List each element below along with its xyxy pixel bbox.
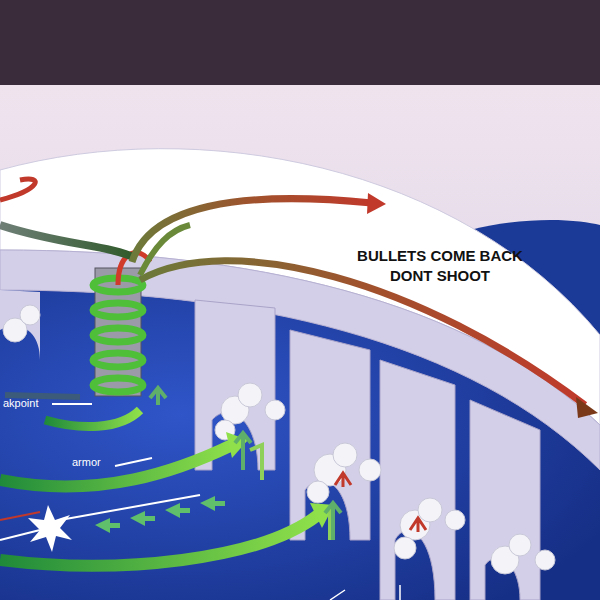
sky [0,85,600,600]
leader-line [330,585,400,600]
top-band [0,0,600,85]
inflow-arrows [0,388,341,566]
outflow-arrows [0,179,598,418]
part-label: armor [72,456,132,469]
part-label: akpoint [3,397,63,410]
leader-line [52,403,92,405]
explosion [28,505,72,552]
leader-line [115,458,152,466]
warning-text: BULLETS COME BACK DONT SHOOT [345,246,535,287]
